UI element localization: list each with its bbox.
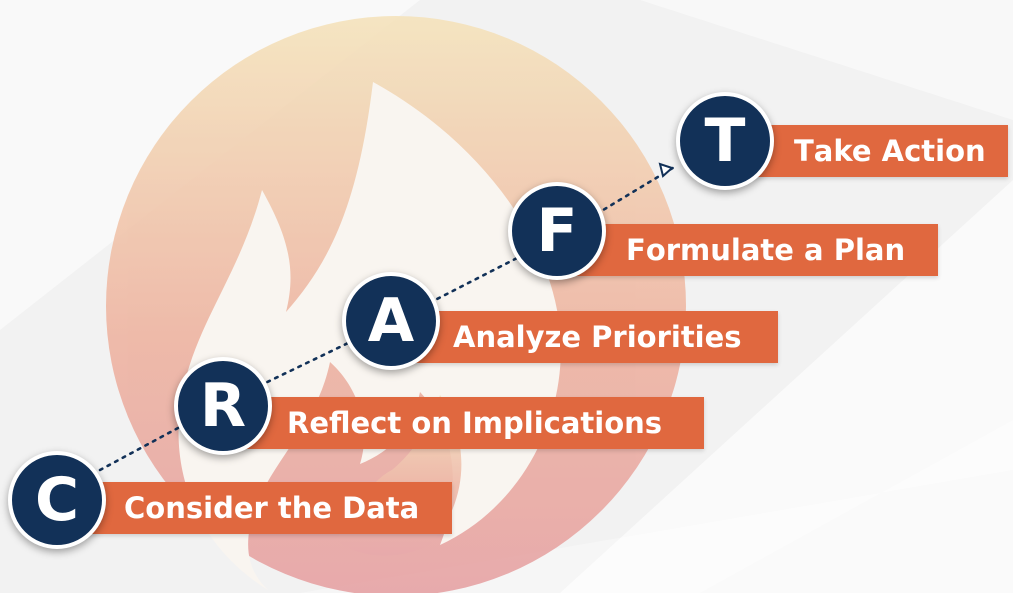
arrow-head-icon xyxy=(658,162,674,178)
step-label-text: onsider the Data xyxy=(145,490,420,525)
step-label-bar: Formulate a Plan xyxy=(556,224,938,276)
step-badge-letter: A xyxy=(367,286,415,356)
step-label-initial: F xyxy=(626,232,646,267)
step-badge: C xyxy=(8,451,106,549)
step-badge: A xyxy=(342,272,440,370)
background-streak xyxy=(560,180,1013,593)
step-label-text: nalyze Priorities xyxy=(475,319,742,354)
step-label-bar: Consider the Data xyxy=(58,482,452,534)
step-badge-letter: C xyxy=(34,465,80,535)
background-streak xyxy=(640,0,1013,120)
step-label-initial: A xyxy=(453,319,476,354)
step-label-text: eflect on Implications xyxy=(309,405,663,440)
step-badge-letter: R xyxy=(199,371,247,441)
step-label-text: ake Action xyxy=(813,133,986,168)
step-badge: F xyxy=(508,182,606,280)
step-label-bar: Reflect on Implications xyxy=(224,397,704,449)
step-label-initial: R xyxy=(287,405,310,440)
step-label-initial: C xyxy=(124,490,146,525)
step-badge: T xyxy=(676,92,774,190)
step-label-text: ormulate a Plan xyxy=(645,232,906,267)
step-badge-letter: F xyxy=(536,196,578,266)
step-badge-letter: T xyxy=(704,106,746,176)
step-badge: R xyxy=(174,357,272,455)
step-label-bar: Analyze Priorities xyxy=(388,311,778,363)
step-label-initial: T xyxy=(794,133,814,168)
background-streak xyxy=(300,420,1013,593)
